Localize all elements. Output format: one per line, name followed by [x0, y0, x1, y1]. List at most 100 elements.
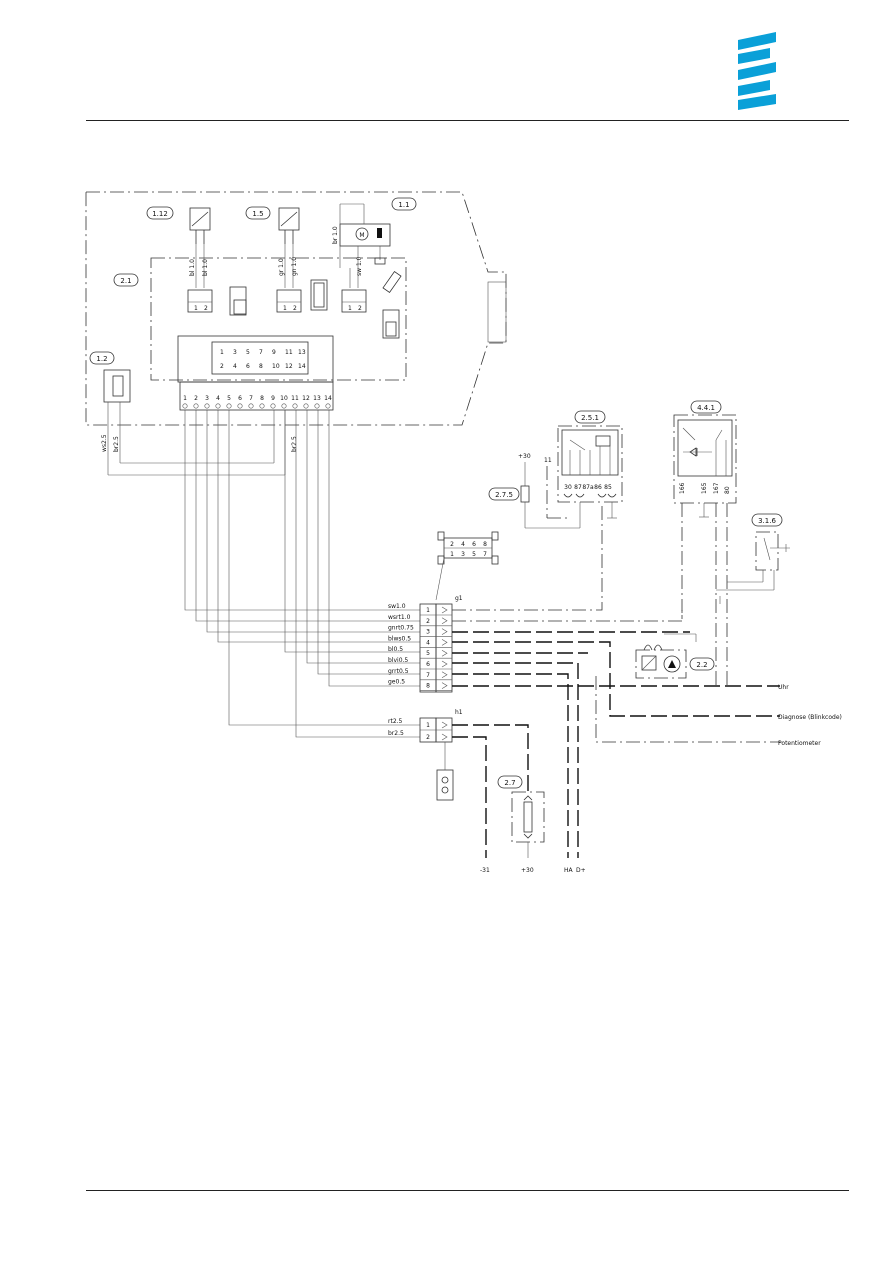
- h1-outputs: [452, 724, 529, 858]
- switch-4-4-1: 166 165 167 80: [673, 414, 737, 686]
- terminal-number: 2: [194, 395, 198, 402]
- plug-g1-label: g1: [455, 595, 463, 602]
- module-pin: 1: [220, 349, 224, 356]
- fuse-2-7-5: +30 11: [518, 453, 617, 529]
- wire-label: sw 1.0: [356, 256, 363, 276]
- terminal-number: 10: [280, 395, 288, 402]
- wire-labels-top: bl 1.0 bl 1.0 gr 1.0 gn 1.0 br 1.0 sw 1.…: [189, 226, 363, 276]
- plus30-label: +30: [518, 453, 531, 460]
- switch-terminal: 165: [701, 482, 708, 494]
- label-bubble: 2.5.1: [574, 410, 606, 424]
- plug-grid-number: 6: [472, 541, 476, 548]
- component-labels: 1.12 1.5 1.1 2.1 1.2 2.5.1 4.4.1 2.7.5 3…: [89, 197, 783, 789]
- motor-1-1: M: [339, 203, 402, 294]
- pin-label: 2: [358, 305, 362, 312]
- wire-label: gn 1.0: [291, 257, 298, 276]
- plug-g1-pin: 5: [426, 650, 430, 657]
- label-bubble: 3.1.6: [751, 513, 783, 527]
- label-bubble: 1.2: [89, 351, 115, 365]
- module-pin: 9: [272, 349, 276, 356]
- plug-h1-pin: 2: [426, 734, 430, 741]
- terminal-number: 14: [324, 395, 332, 402]
- terminal-number: 8: [260, 395, 264, 402]
- terminal-number: 11: [291, 395, 299, 402]
- wire-label: ws2.5: [101, 434, 108, 452]
- clock-label: Uhr: [778, 684, 789, 691]
- header-rule: [86, 120, 849, 121]
- relay-terminal: 85: [604, 484, 612, 491]
- module-pin: 10: [272, 363, 280, 370]
- label-2-2: 2.2: [696, 661, 707, 669]
- wire-label: bl 1.0: [202, 259, 209, 276]
- plug-grid-number: 2: [450, 541, 454, 548]
- heater-outline: [85, 191, 507, 426]
- plug-g1-wire-label: wsrt1.0: [388, 614, 411, 621]
- relay-terminal: 86: [594, 484, 602, 491]
- plug-g1-pin: 8: [426, 683, 430, 690]
- plug-g1: g1 sw1.01wsrt1.02gnrt0.753blws0.54bl0.55…: [388, 595, 463, 693]
- plus30-bottom-label: +30: [521, 867, 534, 874]
- pin-label: 1: [348, 305, 352, 312]
- wire-label: gr 1.0: [278, 258, 285, 276]
- plug-h1-label: h1: [455, 709, 463, 716]
- svg-text:M: M: [359, 232, 364, 239]
- module-pin: 2: [220, 363, 224, 370]
- sensor-1-12: [189, 207, 211, 288]
- label-bubble: 2.7: [497, 775, 523, 789]
- diagnosis-label: Diagnose (Blinkcode): [778, 714, 842, 721]
- module-pin: 11: [285, 349, 293, 356]
- wire-label: br 1.0: [332, 226, 339, 244]
- glow-plug-1-2: [103, 369, 131, 475]
- module-pin: 5: [246, 349, 250, 356]
- plug-g1-wire-label: sw1.0: [388, 603, 406, 610]
- pin-label: 1: [194, 305, 198, 312]
- module-pin: 13: [298, 349, 306, 356]
- label-1-1: 1.1: [398, 201, 409, 209]
- plug-grid-number: 1: [450, 551, 454, 558]
- plug-grid-number: 3: [461, 551, 465, 558]
- terminal-number: 4: [216, 395, 220, 402]
- pin-label: 2: [204, 305, 208, 312]
- terminal-number: 3: [205, 395, 209, 402]
- label-bubble: 1.12: [146, 206, 174, 220]
- plug-grid-number: 4: [461, 541, 465, 548]
- relay-terminal: 87: [574, 484, 582, 491]
- module-pin: 6: [246, 363, 250, 370]
- push-button-3-1-6: [716, 531, 790, 591]
- module-pin: 4: [233, 363, 237, 370]
- footer-rule: [86, 1190, 849, 1191]
- connectors-2-1: 1 2 1 2 1 2: [187, 279, 400, 339]
- switch-terminal: 166: [679, 482, 686, 494]
- switch-terminal: 167: [713, 482, 720, 494]
- ha-label: HA: [564, 867, 574, 874]
- plug-g1-wire-label: bl0.5: [388, 646, 403, 653]
- control-unit-outline: [150, 257, 407, 381]
- switch-terminals: 166 165 167 80: [679, 482, 731, 494]
- terminal-number: 7: [249, 395, 253, 402]
- plug-grid-number: 8: [483, 541, 487, 548]
- label-3-1-6: 3.1.6: [758, 517, 776, 525]
- eberspaecher-logo-icon: [730, 32, 780, 116]
- pin-label: 2: [293, 305, 297, 312]
- label-bubble: 4.4.1: [690, 400, 722, 414]
- label-bubble: 2.7.5: [488, 487, 520, 501]
- label-bubble: 2.2: [689, 657, 715, 671]
- plug-grid-number: 7: [483, 551, 487, 558]
- plug-g1-wire-label: blws0.5: [388, 635, 411, 642]
- terminal-number: 5: [227, 395, 231, 402]
- right-labels: Uhr Diagnose (Blinkcode) Potentiometer: [778, 684, 842, 747]
- label-2-1: 2.1: [120, 277, 131, 285]
- module-pin: 8: [259, 363, 263, 370]
- module-pin: 7: [259, 349, 263, 356]
- module-pin: 14: [298, 363, 306, 370]
- switch-terminal: 80: [724, 486, 731, 494]
- fuel-pump-2-2: [635, 633, 697, 679]
- plug-g1-pin: 6: [426, 661, 430, 668]
- label-2-5-1: 2.5.1: [581, 414, 599, 422]
- label-2-7: 2.7: [504, 779, 515, 787]
- wire-label: bl 1.0: [189, 259, 196, 276]
- plug-g1-wire-label: grrt0.5: [388, 668, 409, 675]
